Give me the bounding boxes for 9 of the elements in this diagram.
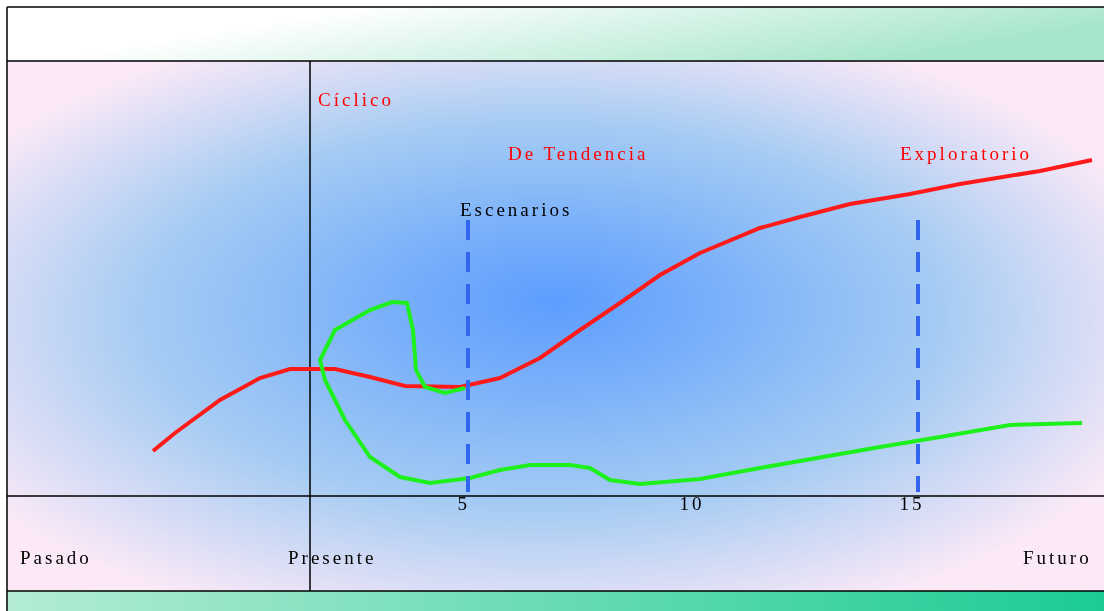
scenario-type-label: Exploratorio: [900, 143, 1033, 165]
time-label: Futuro: [1023, 547, 1092, 569]
scenario-type-label: Cíclico: [318, 89, 394, 111]
axis-tick-label: 5: [457, 493, 470, 515]
chart-heading: Escenarios: [460, 199, 573, 221]
axis-tick-label: 10: [679, 493, 705, 515]
time-label: Pasado: [20, 547, 92, 569]
scenario-type-label: De Tendencia: [508, 143, 649, 165]
axis-tick-label: 15: [899, 493, 925, 515]
